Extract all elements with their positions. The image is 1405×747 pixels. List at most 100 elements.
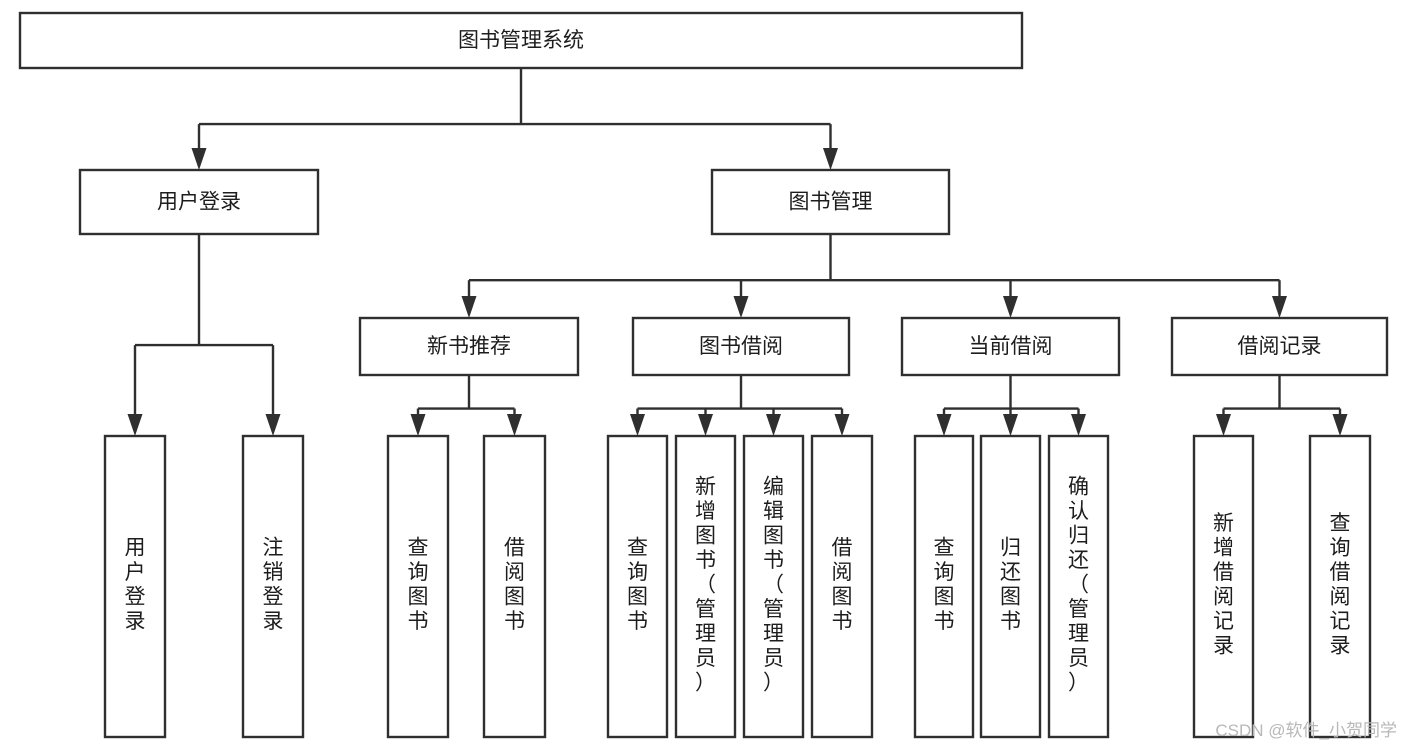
node-l-rec-add[interactable]: 新增借阅记录新增借阅记录 [1192,434,1255,739]
arrow-head-icon [461,296,477,318]
node-label-char: 理 [763,622,784,645]
node-label: 新书推荐 [427,335,511,358]
arrow-head-icon [265,414,281,436]
node-label-char: 图 [763,524,784,547]
arrow-head-icon [698,414,713,436]
node-l-cur-return[interactable]: 归还图书归还图书 [979,434,1042,739]
node-label-char: 图 [627,586,648,609]
node-layer: 图书管理系统用户登录图书管理新书推荐图书借阅当前借阅借阅记录用户登录用户登录注销… [18,11,1389,739]
node-label: 图书管理 [789,191,873,214]
node-label-char: 还 [1068,549,1089,572]
node-label-char: 阅 [832,561,853,584]
node-label: 用户登录 [157,191,241,214]
node-box [631,316,851,377]
node-label-char: 书 [408,610,429,633]
node-l-bb-query[interactable]: 查询图书查询图书 [606,434,669,739]
node-label-char: 书 [832,610,853,633]
node-label-char: 记 [1330,610,1351,633]
node-label-char: 阅 [1330,586,1351,609]
node-label-char: ） [763,671,784,694]
node-l-rec-query[interactable]: 查询借阅记录查询借阅记录 [1308,434,1372,739]
node-label-char: 归 [1068,524,1089,547]
node-label-char: 员 [1068,647,1089,670]
connector-layer [127,68,1348,436]
node-box [606,434,669,739]
node-label-char: （ [1068,573,1089,596]
node-label-char: 阅 [1213,586,1234,609]
arrow-head-icon [936,414,952,436]
node-label-char: ） [695,671,716,694]
node-label-char: 借 [1213,561,1234,584]
node-root[interactable]: 图书管理系统 [18,11,1024,70]
arrow-head-icon [1332,414,1348,436]
node-label-char: 录 [263,610,284,633]
node-l-user-logout[interactable]: 注销登录注销登录 [241,434,305,739]
node-label-char: 询 [408,561,429,584]
node-label: 图书借阅 [699,335,783,358]
node-label: 图书管理系统 [458,29,584,52]
node-box [810,434,874,739]
node-label-char: 登 [125,586,146,609]
node-l-cur-query[interactable]: 查询图书查询图书 [913,434,975,739]
arrow-head-icon [127,414,143,436]
node-label-char: 管 [695,598,716,621]
node-label-char: 查 [408,537,429,560]
node-label-char: 登 [263,586,284,609]
node-label-char: 新 [1213,512,1234,535]
node-box [900,316,1121,377]
node-n-record[interactable]: 借阅记录 [1170,316,1389,377]
node-l-nr-borrow[interactable]: 借阅图书借阅图书 [482,434,547,739]
node-label-char: 员 [695,647,716,670]
node-label-char: 图 [1000,586,1021,609]
node-label-char: 询 [934,561,955,584]
node-label-char: 记 [1213,610,1234,633]
node-label: 当前借阅 [969,335,1053,358]
arrow-head-icon [630,414,645,436]
node-label-char: 书 [627,610,648,633]
node-n-current[interactable]: 当前借阅 [900,316,1121,377]
node-label-char: 书 [695,549,716,572]
arrow-head-icon [766,414,781,436]
node-box [386,434,450,739]
node-l-nr-query[interactable]: 查询图书查询图书 [386,434,450,739]
node-box [1170,316,1389,377]
node-n-book-mgmt[interactable]: 图书管理 [710,168,951,236]
node-label-char: 管 [763,598,784,621]
node-label-char: 查 [934,537,955,560]
arrow-head-icon [733,296,749,318]
node-label-char: （ [695,573,716,596]
node-label-char: 书 [934,610,955,633]
node-l-user-login[interactable]: 用户登录用户登录 [103,434,167,739]
node-label-char: 书 [763,549,784,572]
node-label-char: 确 [1068,475,1089,498]
node-n-user-login[interactable]: 用户登录 [78,168,320,236]
node-box [78,168,320,236]
node-n-new-rec[interactable]: 新书推荐 [358,316,580,377]
node-label-char: 图 [832,586,853,609]
node-label-char: 理 [695,622,716,645]
node-label-char: （ [763,573,784,596]
node-label-char: 理 [1068,622,1089,645]
node-label-char: 用 [125,537,146,560]
node-n-borrow[interactable]: 图书借阅 [631,316,851,377]
node-label-char: 询 [627,561,648,584]
node-l-bb-borrow[interactable]: 借阅图书借阅图书 [810,434,874,739]
node-label-char: 新 [695,475,716,498]
arrow-head-icon [1272,296,1287,318]
node-label-char: 还 [1000,561,1021,584]
node-label-char: 查 [1330,512,1351,535]
node-box [742,434,805,739]
node-label-char: 图 [504,586,525,609]
arrow-head-icon [834,414,850,436]
node-label-char: ） [1068,671,1089,694]
arrow-head-icon [507,414,522,436]
node-box [710,168,951,236]
node-box [18,11,1024,70]
node-box [103,434,167,739]
node-label-char: 询 [1330,537,1351,560]
